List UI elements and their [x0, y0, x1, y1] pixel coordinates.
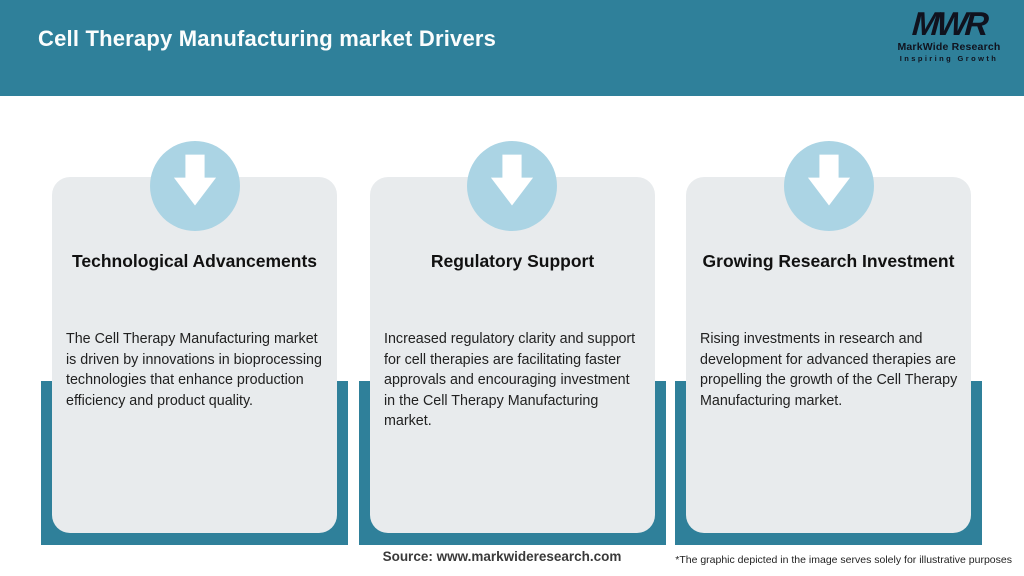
header-bar: Cell Therapy Manufacturing market Driver… — [0, 0, 1024, 96]
markwide-research-logo: MWR MarkWide Research Inspiring Growth — [888, 5, 1010, 63]
down-arrow-badge — [467, 141, 557, 231]
logo-company-name: MarkWide Research — [897, 41, 1001, 53]
driver-card-growing-research-investment: Growing Research Investment Rising inves… — [686, 177, 971, 533]
driver-card-regulatory-support: Regulatory Support Increased regulatory … — [370, 177, 655, 533]
down-arrow-badge — [150, 141, 240, 231]
driver-card-technological-advancements: Technological Advancements The Cell Ther… — [52, 177, 337, 533]
down-arrow-icon — [490, 154, 534, 206]
card-body-text: Increased regulatory clarity and support… — [384, 331, 636, 429]
disclaimer-footnote: *The graphic depicted in the image serve… — [675, 554, 1012, 566]
down-arrow-icon — [173, 154, 217, 206]
logo-tagline: Inspiring Growth — [899, 53, 999, 63]
page-title: Cell Therapy Manufacturing market Driver… — [38, 26, 497, 51]
down-arrow-icon — [807, 154, 851, 206]
card-body-text: Rising investments in research and devel… — [700, 331, 958, 409]
card-title: Technological Advancements — [71, 251, 318, 271]
source-attribution: Source: www.markwideresearch.com — [382, 549, 622, 564]
card-body-text: The Cell Therapy Manufacturing market is… — [66, 331, 322, 409]
card-title: Growing Research Investment — [702, 251, 955, 271]
down-arrow-badge — [784, 141, 874, 231]
logo-monogram: MWR — [910, 5, 988, 42]
card-title: Regulatory Support — [430, 251, 595, 271]
